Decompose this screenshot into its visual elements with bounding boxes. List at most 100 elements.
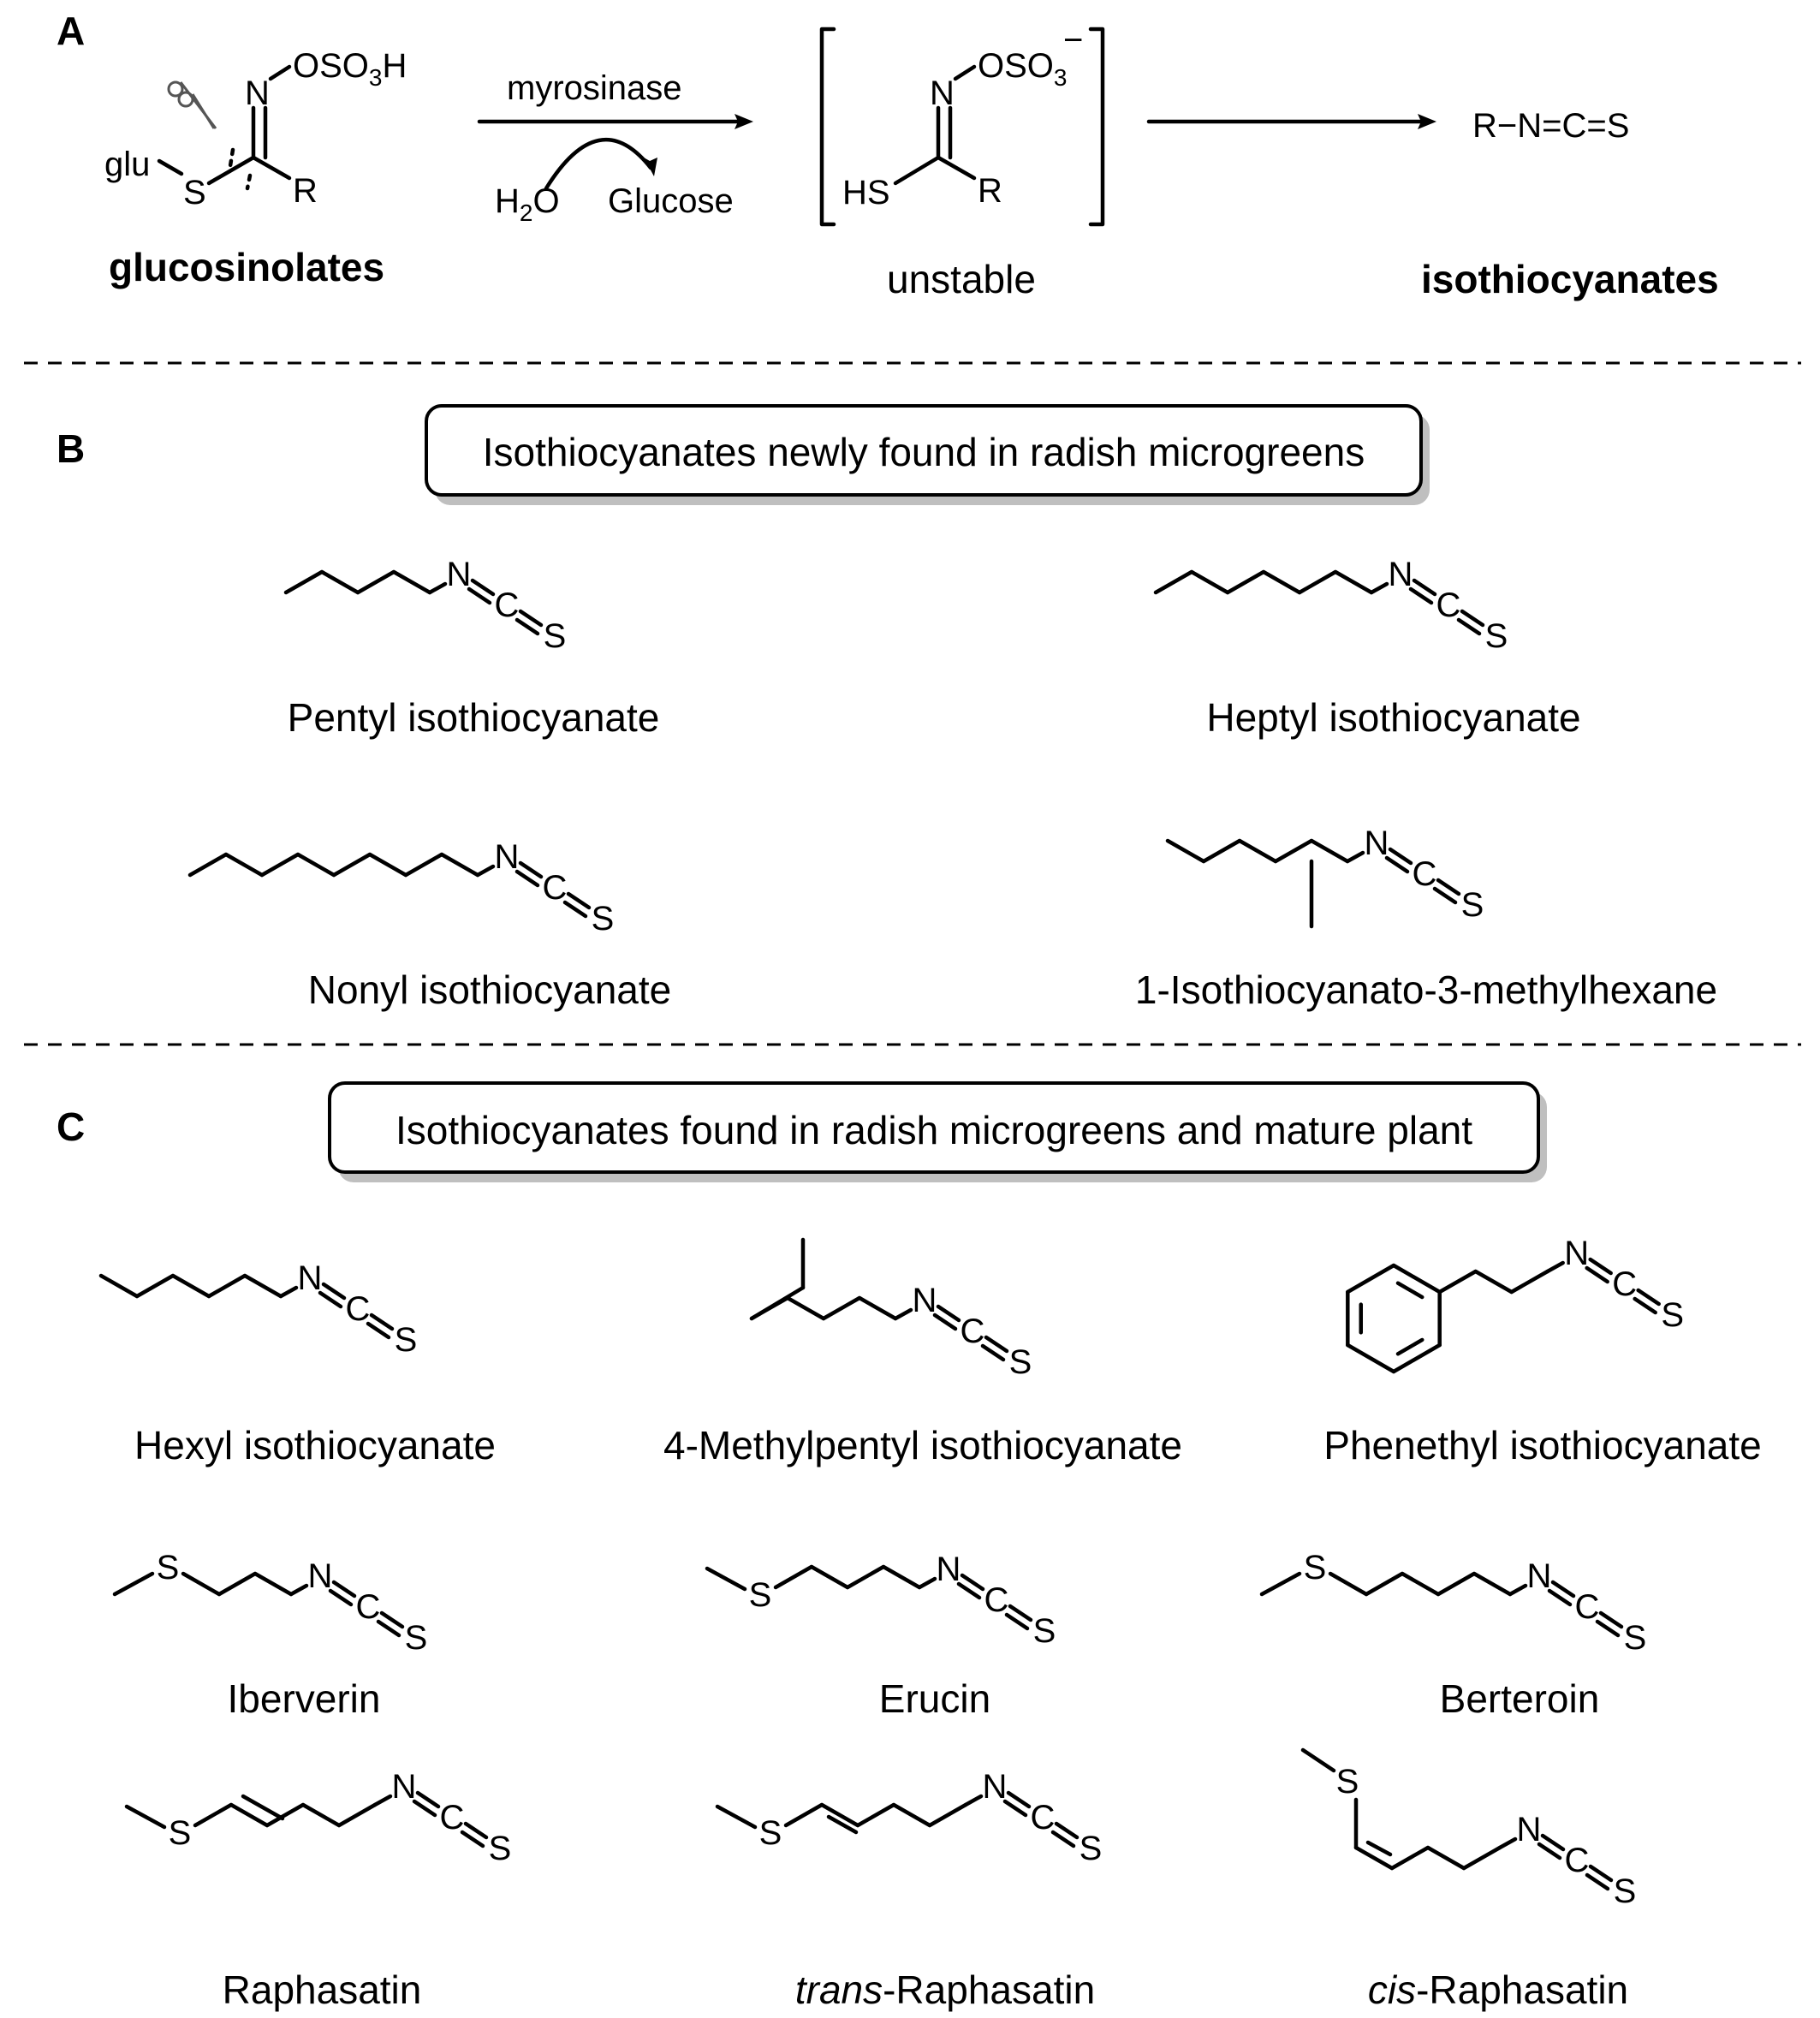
panel-c-title-box (328, 1081, 1540, 1174)
bond-line (170, 1273, 211, 1299)
bond-line (1437, 1269, 1478, 1295)
r-group: R (293, 172, 318, 210)
bond-line (1391, 1342, 1442, 1374)
bond-line (372, 1794, 393, 1807)
reaction-arrow-2 (1146, 114, 1436, 129)
bond-line (963, 1794, 984, 1807)
bond-line (1595, 1619, 1621, 1638)
bond-line (855, 1802, 896, 1828)
bond-line (355, 569, 396, 595)
bond-line (1237, 838, 1278, 864)
bond-line (932, 1313, 958, 1331)
compound-name: cis-Raphasatin (1368, 1967, 1628, 2012)
bond-line (1346, 1342, 1396, 1374)
atom-c: C (356, 1588, 381, 1626)
methylhexane-structure: NCS (1165, 824, 1484, 929)
bond-line (391, 569, 432, 595)
atom-s: S (1485, 617, 1508, 655)
compound-name: Heptyl isothiocyanate (1206, 695, 1580, 740)
bond-line (331, 852, 372, 878)
atom-n: N (298, 1259, 323, 1297)
bond-line (960, 1573, 985, 1592)
bond-line (1585, 1265, 1609, 1284)
atom-s: S (395, 1321, 418, 1359)
bond-line (1165, 838, 1206, 864)
compound-name: trans-Raphasatin (795, 1967, 1095, 2012)
bond-line (1550, 1580, 1576, 1598)
bond-line (1436, 1571, 1477, 1597)
bond-line (229, 1802, 270, 1828)
oso3h-group: OSO3H (293, 47, 407, 91)
glucosinolates-label: glucosinolates (109, 245, 384, 289)
methylpentyl-structure: NCS (749, 1237, 1032, 1381)
bond-line (927, 1802, 968, 1828)
glucosinolate-structure: glu S N OSO3H R (104, 47, 407, 211)
bond-line (1391, 1263, 1442, 1295)
bond-line (1509, 1269, 1549, 1295)
bond-line (366, 1321, 391, 1340)
bond-line (412, 1799, 437, 1818)
atom-c: C (495, 586, 520, 624)
bond-line (1588, 1257, 1613, 1276)
bond-line (1365, 1840, 1393, 1857)
bond-line (1273, 838, 1314, 864)
atom-c: C (1575, 1588, 1600, 1626)
bond-line (1189, 569, 1230, 595)
atom-c: C (1612, 1265, 1637, 1303)
bond-line (112, 1571, 155, 1597)
compound-name: Raphasatin (223, 1967, 422, 2012)
bond-line (917, 1576, 937, 1590)
bond-line (826, 1814, 859, 1835)
phenethyl-structure: NCS (1346, 1235, 1684, 1374)
bond-line (936, 1304, 961, 1323)
panel-b-title: Isothiocyanates newly found in radish mi… (483, 430, 1365, 474)
bond-line (98, 1273, 140, 1299)
atom-c: C (346, 1290, 371, 1328)
atom-s: S (1304, 1549, 1327, 1586)
atom-n: N (913, 1282, 937, 1319)
atom-n: N (1365, 824, 1389, 862)
atom-s: S (1614, 1872, 1637, 1910)
bond-line (1395, 1337, 1424, 1356)
bond-line (785, 1295, 826, 1321)
bond-line (1537, 1842, 1562, 1860)
scissors-icon (167, 80, 217, 129)
bond-line (514, 617, 540, 636)
atom-n: N (308, 1557, 333, 1595)
bond-line (1384, 855, 1410, 874)
bond-line (821, 1295, 862, 1321)
bond-line (1389, 1845, 1430, 1871)
bond-line (1388, 847, 1413, 866)
atom-s: S (759, 1814, 782, 1852)
bond-line (1508, 1583, 1528, 1597)
negative-charge: − (1063, 21, 1083, 59)
bond-line (809, 1564, 850, 1590)
atom-s: S (1033, 1612, 1056, 1650)
atom-s: S (592, 900, 615, 938)
atom-c: C (1031, 1799, 1056, 1836)
bond-line (1588, 1864, 1614, 1883)
bond-line (1006, 1790, 1032, 1809)
bond-line (1201, 838, 1242, 864)
atom-s: S (1009, 1343, 1032, 1381)
compound-name: Hexyl isothiocyanate (134, 1423, 496, 1467)
atom-s: S (544, 617, 567, 655)
bond-line (124, 1804, 167, 1830)
hexyl-structure: NCS (98, 1259, 418, 1359)
bond-line (1261, 569, 1302, 595)
atom-n: N (983, 1768, 1008, 1806)
bond-line (705, 1566, 747, 1592)
bond-line (891, 1802, 932, 1828)
atom-s: S (489, 1830, 512, 1867)
atom-s: S (1624, 1619, 1647, 1657)
bond-line (319, 569, 360, 595)
bond-line (259, 852, 300, 878)
bond-line (439, 852, 480, 878)
atom-n: N (495, 838, 520, 876)
atom-s: S (1080, 1830, 1103, 1867)
atom-s: S (405, 1619, 428, 1657)
bond-line (367, 852, 408, 878)
atom-s: S (1661, 1296, 1684, 1334)
